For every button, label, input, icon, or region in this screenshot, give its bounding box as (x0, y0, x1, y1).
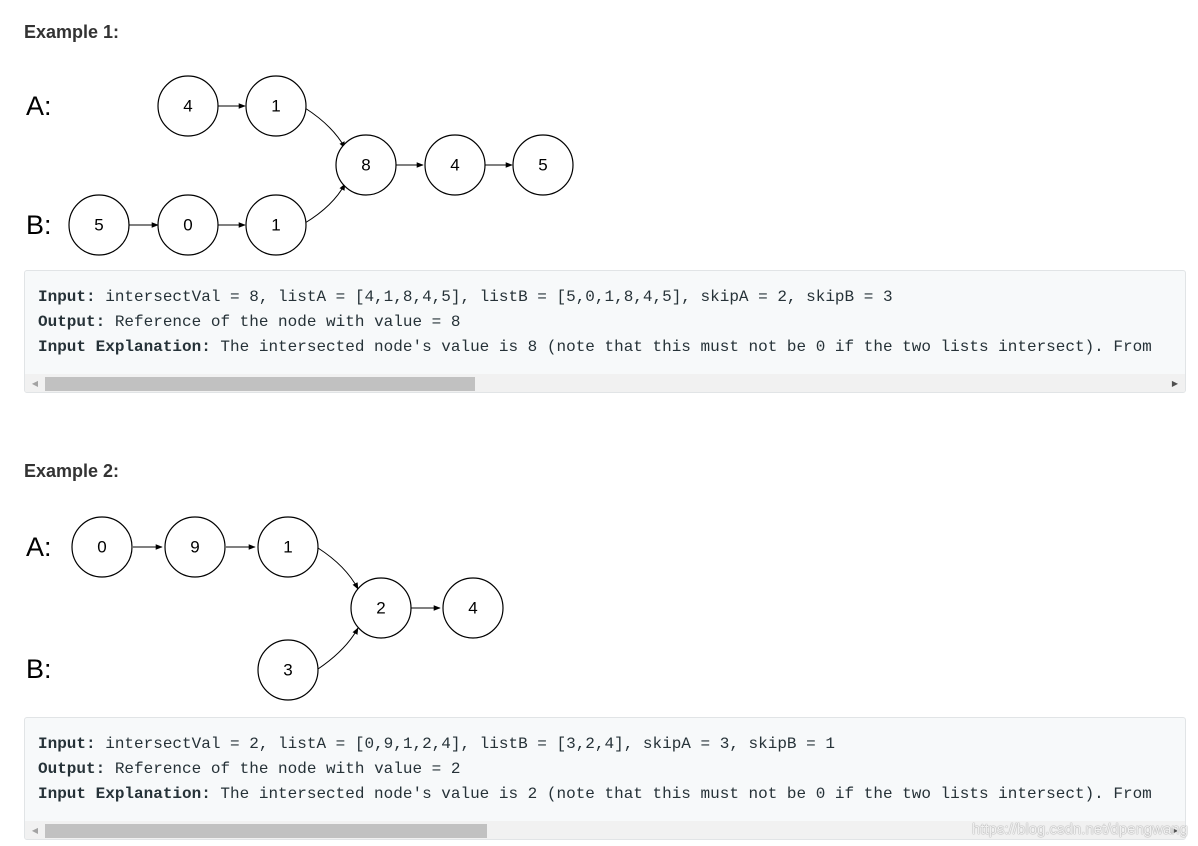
edge (317, 547, 359, 590)
output-line: Output: Reference of the node with value… (38, 313, 461, 331)
svg-text:0: 0 (183, 216, 192, 235)
svg-text:4: 4 (183, 97, 192, 116)
list-b-label: B: (26, 210, 52, 240)
list-node: 9 (164, 516, 226, 578)
list-node: 0 (71, 516, 133, 578)
scroll-left-arrow-icon[interactable]: ◀ (31, 825, 39, 835)
list-node: 5 (512, 134, 574, 196)
list-a-label: A: (26, 532, 52, 562)
edge (304, 183, 346, 224)
example-2-diagram: A: B: 0 9 1 3 2 4 (26, 516, 504, 701)
input-line: Input: intersectVal = 8, listA = [4,1,8,… (38, 288, 893, 306)
intersection-node: 8 (335, 134, 397, 196)
svg-text:1: 1 (271, 216, 280, 235)
list-node: 5 (68, 194, 130, 256)
list-node: 1 (245, 194, 307, 256)
svg-text:0: 0 (97, 538, 106, 557)
list-b-label: B: (26, 654, 52, 684)
list-node: 4 (157, 75, 219, 137)
horizontal-scrollbar[interactable]: ◀ ▶ (25, 821, 1185, 839)
list-node: 0 (157, 194, 219, 256)
list-node: 1 (245, 75, 307, 137)
edge (317, 627, 359, 670)
output-line: Output: Reference of the node with value… (38, 760, 461, 778)
edge (304, 107, 346, 149)
list-node: 4 (442, 577, 504, 639)
list-node: 1 (257, 516, 319, 578)
example-1-title: Example 1: (24, 22, 120, 42)
scrollbar-thumb[interactable] (45, 377, 475, 391)
svg-text:4: 4 (468, 599, 477, 618)
intersection-node: 2 (350, 577, 412, 639)
svg-text:5: 5 (538, 156, 547, 175)
code-lines: Input: intersectVal = 2, listA = [0,9,1,… (38, 732, 1152, 807)
example-2-title: Example 2: (24, 461, 120, 481)
list-node: 3 (257, 639, 319, 701)
svg-text:2: 2 (376, 599, 385, 618)
svg-text:3: 3 (283, 661, 292, 680)
svg-text:1: 1 (271, 97, 280, 116)
explanation-line: Input Explanation: The intersected node'… (38, 785, 1152, 803)
svg-text:9: 9 (190, 538, 199, 557)
list-a-label: A: (26, 91, 52, 121)
explanation-line: Input Explanation: The intersected node'… (38, 338, 1152, 356)
scroll-right-arrow-icon[interactable]: ▶ (1171, 378, 1179, 388)
svg-text:1: 1 (283, 538, 292, 557)
scroll-right-arrow-icon[interactable]: ▶ (1171, 825, 1179, 835)
code-lines: Input: intersectVal = 8, listA = [4,1,8,… (38, 285, 1152, 360)
example-1-diagram: A: B: 4 1 5 0 1 8 4 5 (26, 75, 574, 256)
svg-text:5: 5 (94, 216, 103, 235)
watermark: https://blog.csdn.net/dpengwang (972, 821, 1188, 838)
horizontal-scrollbar[interactable]: ◀ ▶ (25, 374, 1185, 392)
svg-text:8: 8 (361, 156, 370, 175)
example-2-code-block[interactable]: Input: intersectVal = 2, listA = [0,9,1,… (24, 717, 1186, 840)
list-node: 4 (424, 134, 486, 196)
scrollbar-thumb[interactable] (45, 824, 487, 838)
svg-text:4: 4 (450, 156, 459, 175)
example-1-code-block[interactable]: Input: intersectVal = 8, listA = [4,1,8,… (24, 270, 1186, 393)
input-line: Input: intersectVal = 2, listA = [0,9,1,… (38, 735, 835, 753)
scroll-left-arrow-icon[interactable]: ◀ (31, 378, 39, 388)
